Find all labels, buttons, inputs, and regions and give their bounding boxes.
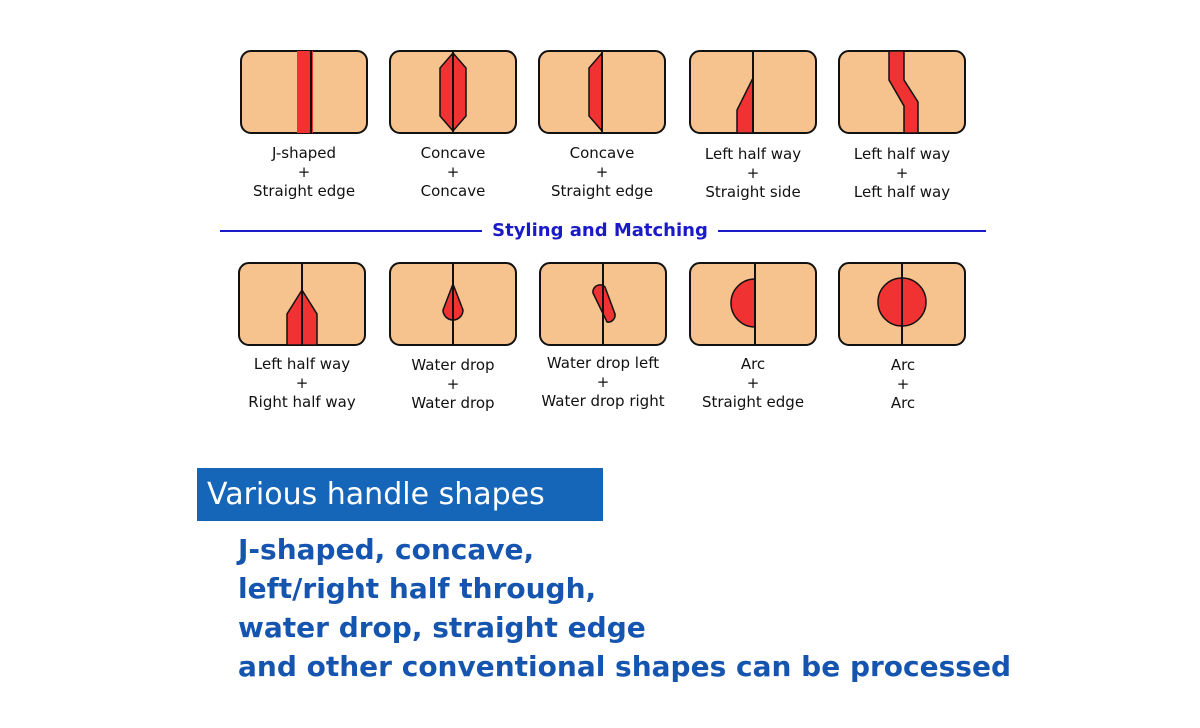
label-bottom: Straight side (705, 183, 801, 201)
label-plus: + (295, 374, 309, 392)
description: J-shaped, concave, left/right half throu… (238, 530, 1011, 686)
label-plus: + (746, 164, 760, 182)
label-concave-concave: Concave + Concave (368, 144, 538, 201)
tile-left-half-way-left-half-way (838, 50, 966, 134)
tile-water-drop-water-drop (389, 262, 517, 346)
label-concave-straight-edge: Concave + Straight edge (517, 144, 687, 201)
divider-title: Styling and Matching (492, 220, 708, 241)
label-left-half-way-straight-side: Left half way + Straight side (668, 145, 838, 202)
label-bottom: Left half way (853, 183, 951, 201)
label-arc-arc: Arc + Arc (818, 356, 988, 413)
label-bottom: Arc (890, 394, 916, 412)
label-plus: + (446, 375, 460, 393)
tile-concave-straight-edge (538, 50, 666, 134)
label-bottom: Straight edge (701, 393, 805, 411)
divider-line-right (718, 230, 986, 232)
label-plus: + (596, 373, 610, 391)
section-heading: Various handle shapes (197, 468, 603, 521)
description-line: water drop, straight edge (238, 611, 646, 644)
tile-arc-arc (838, 262, 966, 346)
label-plus: + (595, 163, 609, 181)
label-top: Arc (740, 355, 766, 373)
label-plus: + (746, 374, 760, 392)
label-bottom: Water drop (411, 394, 495, 412)
description-line: and other conventional shapes can be pro… (238, 650, 1011, 683)
label-top: Left half way (704, 145, 802, 163)
label-plus: + (446, 163, 460, 181)
label-top: Left half way (253, 355, 351, 373)
label-arc-straight-edge: Arc + Straight edge (668, 355, 838, 412)
label-bottom: Concave (420, 182, 486, 200)
label-left-half-way-left-half-way: Left half way + Left half way (817, 145, 987, 202)
description-line: left/right half through, (238, 572, 597, 605)
label-top: Concave (569, 144, 635, 162)
label-left-half-way-right-half-way: Left half way + Right half way (217, 355, 387, 412)
tile-water-drop-left-water-drop-right (539, 262, 667, 346)
tile-concave-concave (389, 50, 517, 134)
label-top: J-shaped (271, 144, 337, 162)
description-line: J-shaped, concave, (238, 533, 535, 566)
label-bottom: Straight edge (252, 182, 356, 200)
tile-j-shaped-straight-edge (240, 50, 368, 134)
label-bottom: Right half way (248, 393, 356, 411)
label-water-drop-left-water-drop-right: Water drop left + Water drop right (518, 354, 688, 411)
label-top: Water drop left (546, 354, 660, 372)
label-plus: + (895, 164, 909, 182)
label-j-shaped-straight-edge: J-shaped + Straight edge (219, 144, 389, 201)
tile-left-half-way-straight-side (689, 50, 817, 134)
label-bottom: Water drop right (541, 392, 665, 410)
tile-arc-straight-edge (689, 262, 817, 346)
label-water-drop-water-drop: Water drop + Water drop (368, 356, 538, 413)
divider-line-left (220, 230, 482, 232)
label-top: Concave (420, 144, 486, 162)
label-top: Water drop (411, 356, 495, 374)
label-bottom: Straight edge (550, 182, 654, 200)
label-plus: + (297, 163, 311, 181)
label-plus: + (896, 375, 910, 393)
label-top: Arc (890, 356, 916, 374)
tile-left-half-way-right-half-way (238, 262, 366, 346)
label-top: Left half way (853, 145, 951, 163)
